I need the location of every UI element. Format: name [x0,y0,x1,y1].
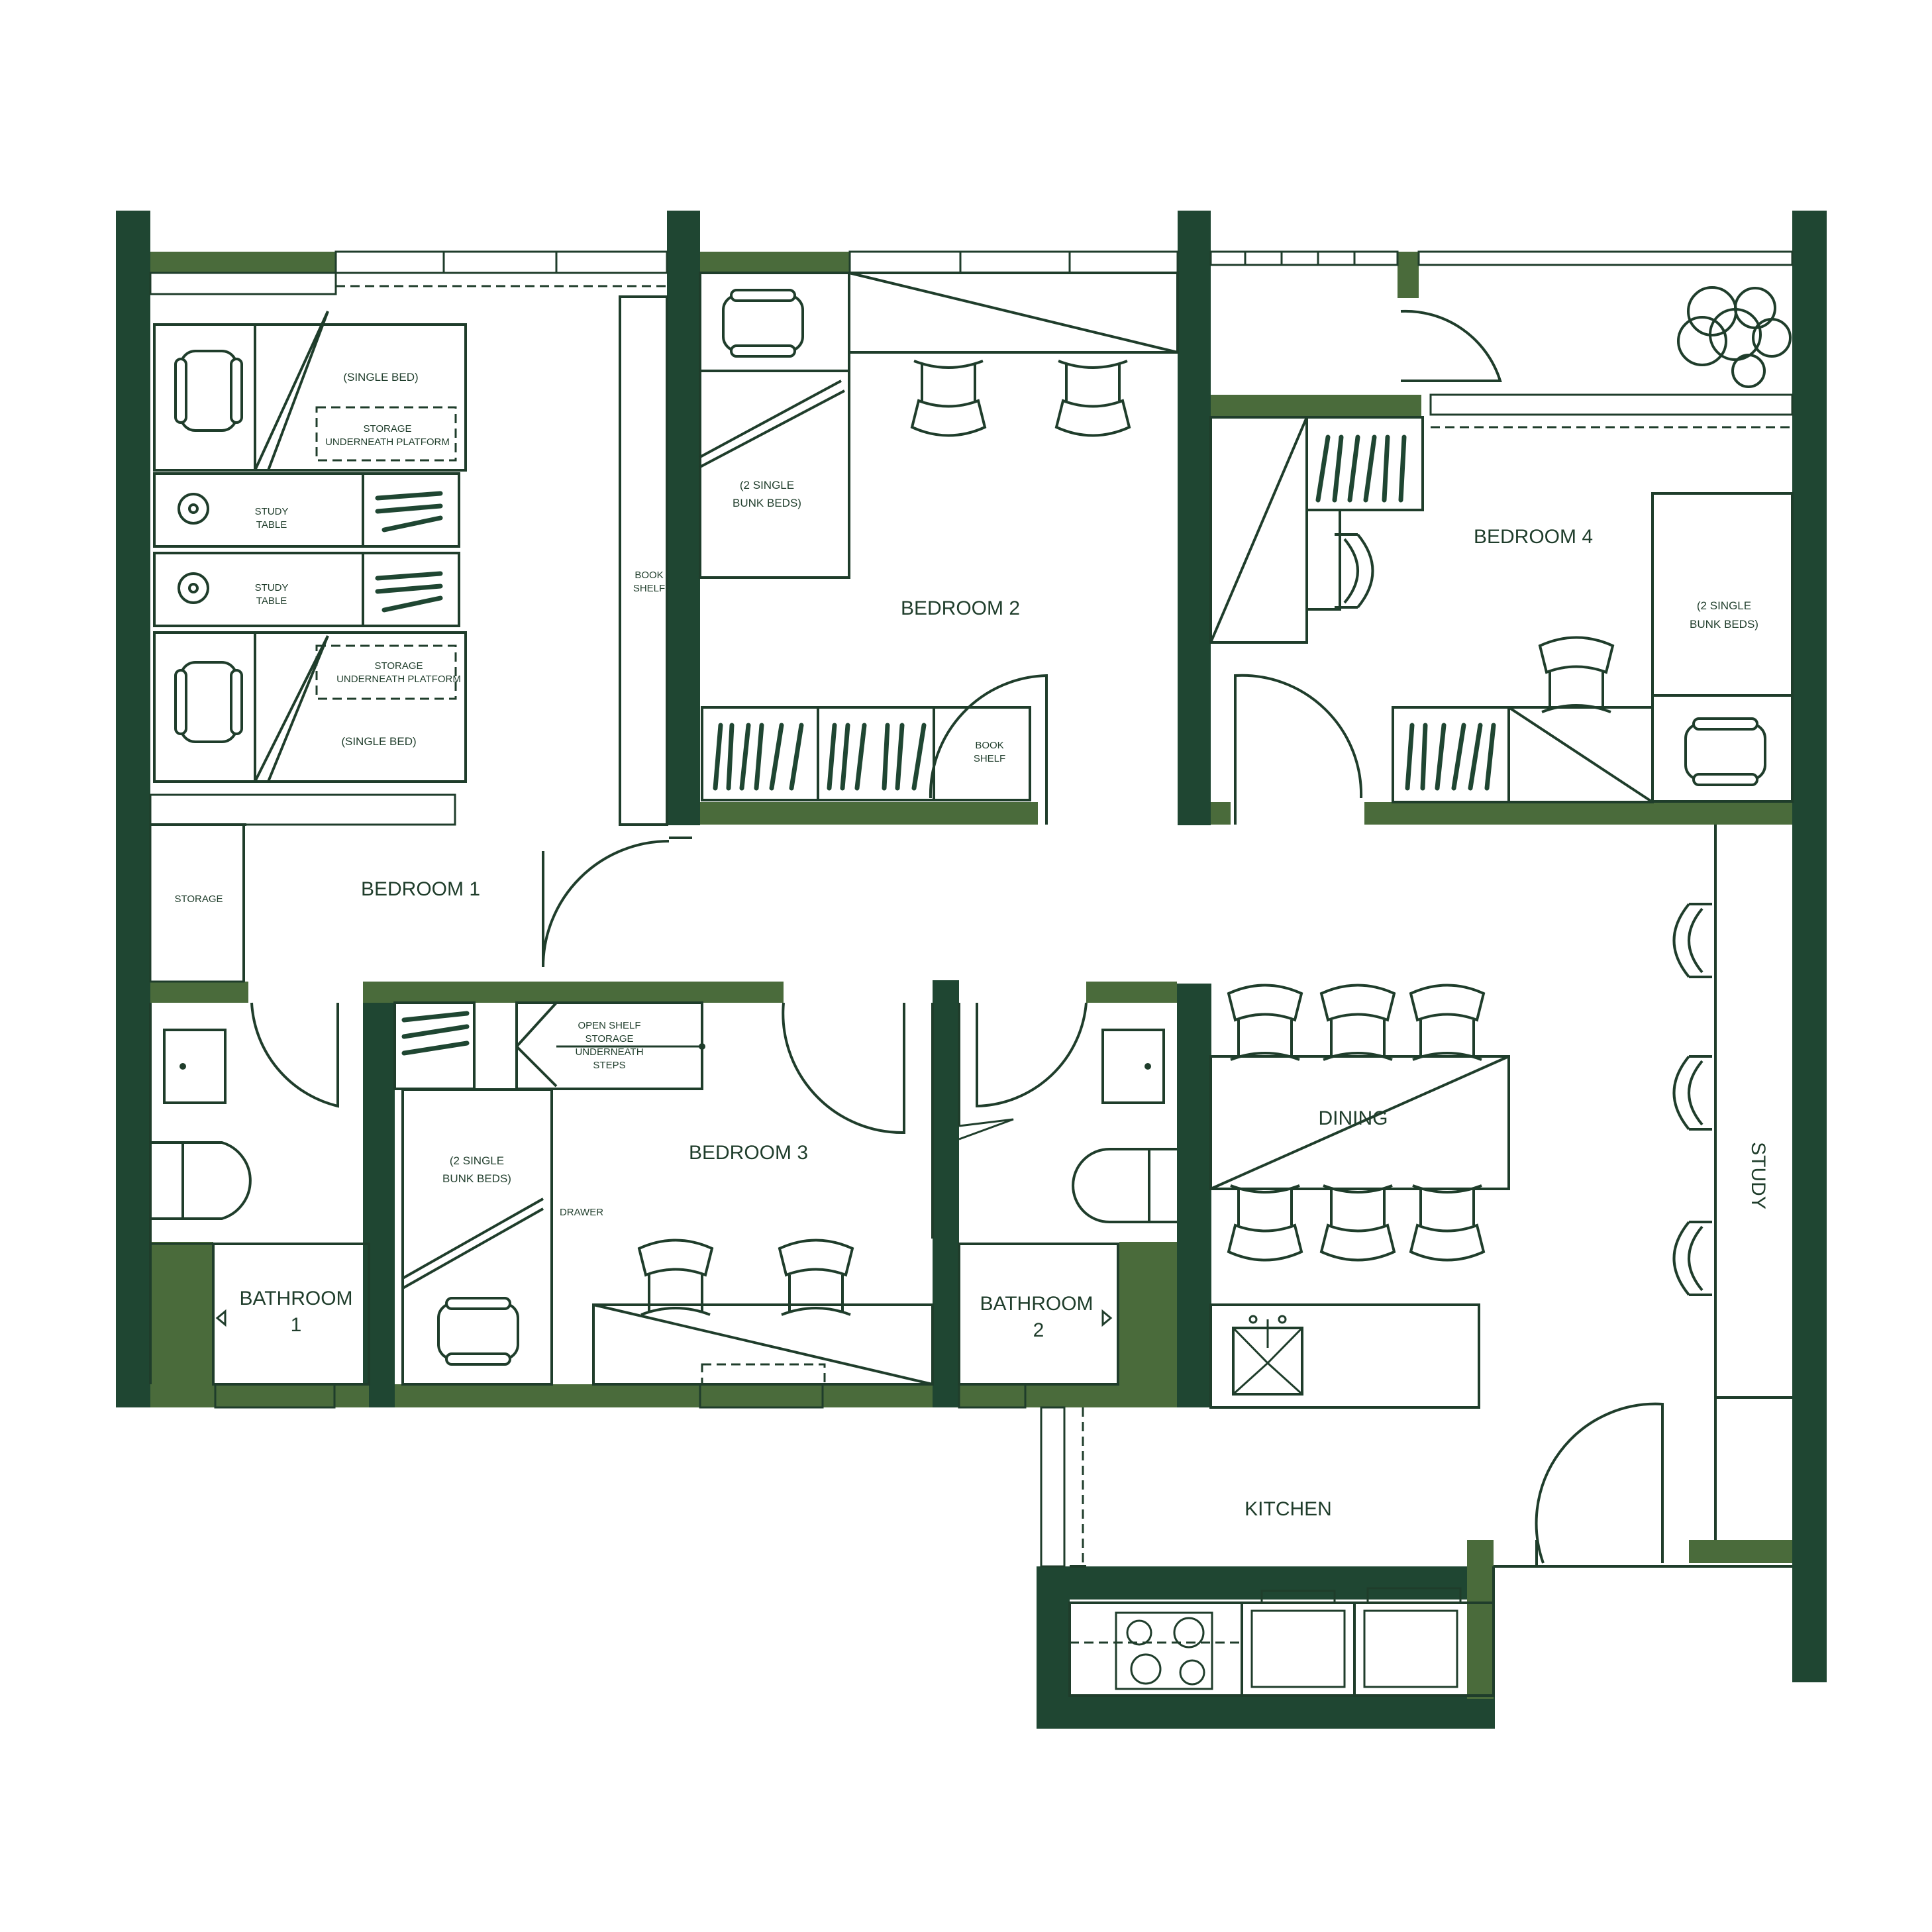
bedroom2-furniture [699,272,1179,801]
bunk-label-b2-2: BUNK BEDS) [733,497,801,509]
bathroom2-fixtures [958,1029,1177,1386]
study-table-label-1a: STUDY [255,506,289,517]
bathroom1-fixtures [150,1029,370,1386]
storage-platform-label-bottom-1: STORAGE [374,660,423,672]
kitchen-fixtures [1068,1303,1495,1697]
open-shelf-label-3: UNDERNEATH [575,1046,643,1058]
bunk-label-b4-1: (2 SINGLE [1697,599,1751,612]
study-table-label-2b: TABLE [256,595,287,607]
single-bed-label-top: (SINGLE BED) [343,371,418,383]
dining-label: DINING [1319,1107,1388,1129]
bathroom1-label-line2: 1 [291,1314,302,1336]
bunk-label-b4-2: BUNK BEDS) [1690,618,1758,631]
open-shelf-label-1: OPEN SHELF [578,1020,640,1031]
bathroom1-label-line1: BATHROOM [239,1288,352,1309]
bedroom3-label: BEDROOM 3 [689,1142,808,1164]
windows [214,250,1794,1568]
bookshelf-label-b1-1: BOOK [635,570,663,581]
bookshelf-label-b1-2: SHELF [633,583,665,594]
doors [250,309,1664,1564]
bedroom3-furniture [393,1001,934,1386]
study-table-label-1b: TABLE [256,519,287,531]
bathroom2-label-line2: 2 [1033,1319,1044,1341]
wall-bands [150,252,1792,1699]
study-table-label-2a: STUDY [255,582,289,593]
storage-platform-label-top-1: STORAGE [363,423,411,434]
bedroom2-label: BEDROOM 2 [901,597,1020,619]
bedroom1-furniture [149,272,668,983]
bedroom4-furniture [1209,286,1794,803]
study-furniture [1672,903,1713,1296]
partitions [149,823,1792,1696]
bookshelf-label-b2-1: BOOK [975,740,1003,751]
open-shelf-label-4: STEPS [593,1060,625,1071]
storage-platform-label-top-2: UNDERNEATH PLATFORM [325,436,450,448]
dining-furniture [1209,984,1510,1262]
bathroom2-label-line1: BATHROOM [980,1293,1093,1315]
bunk-label-b3-1: (2 SINGLE [450,1154,504,1167]
storage-label: STORAGE [174,893,223,905]
kitchen-label: KITCHEN [1245,1498,1332,1520]
storage-platform-label-bottom-2: UNDERNEATH PLATFORM [336,674,461,685]
bedroom4-label: BEDROOM 4 [1474,526,1593,548]
bookshelf-label-b2-2: SHELF [974,753,1005,764]
single-bed-label-bottom: (SINGLE BED) [341,735,416,748]
open-shelf-label-2: STORAGE [585,1033,633,1044]
drawer-label: DRAWER [560,1207,603,1218]
bedroom1-label: BEDROOM 1 [361,878,480,900]
structural-walls [116,211,1827,1729]
study-label: STUDY [1747,1142,1769,1209]
bunk-label-b2-1: (2 SINGLE [740,479,794,491]
bunk-label-b3-2: BUNK BEDS) [442,1172,511,1185]
labels: BEDROOM 1 BEDROOM 2 BEDROOM 3 BEDROOM 4 … [174,371,1769,1520]
